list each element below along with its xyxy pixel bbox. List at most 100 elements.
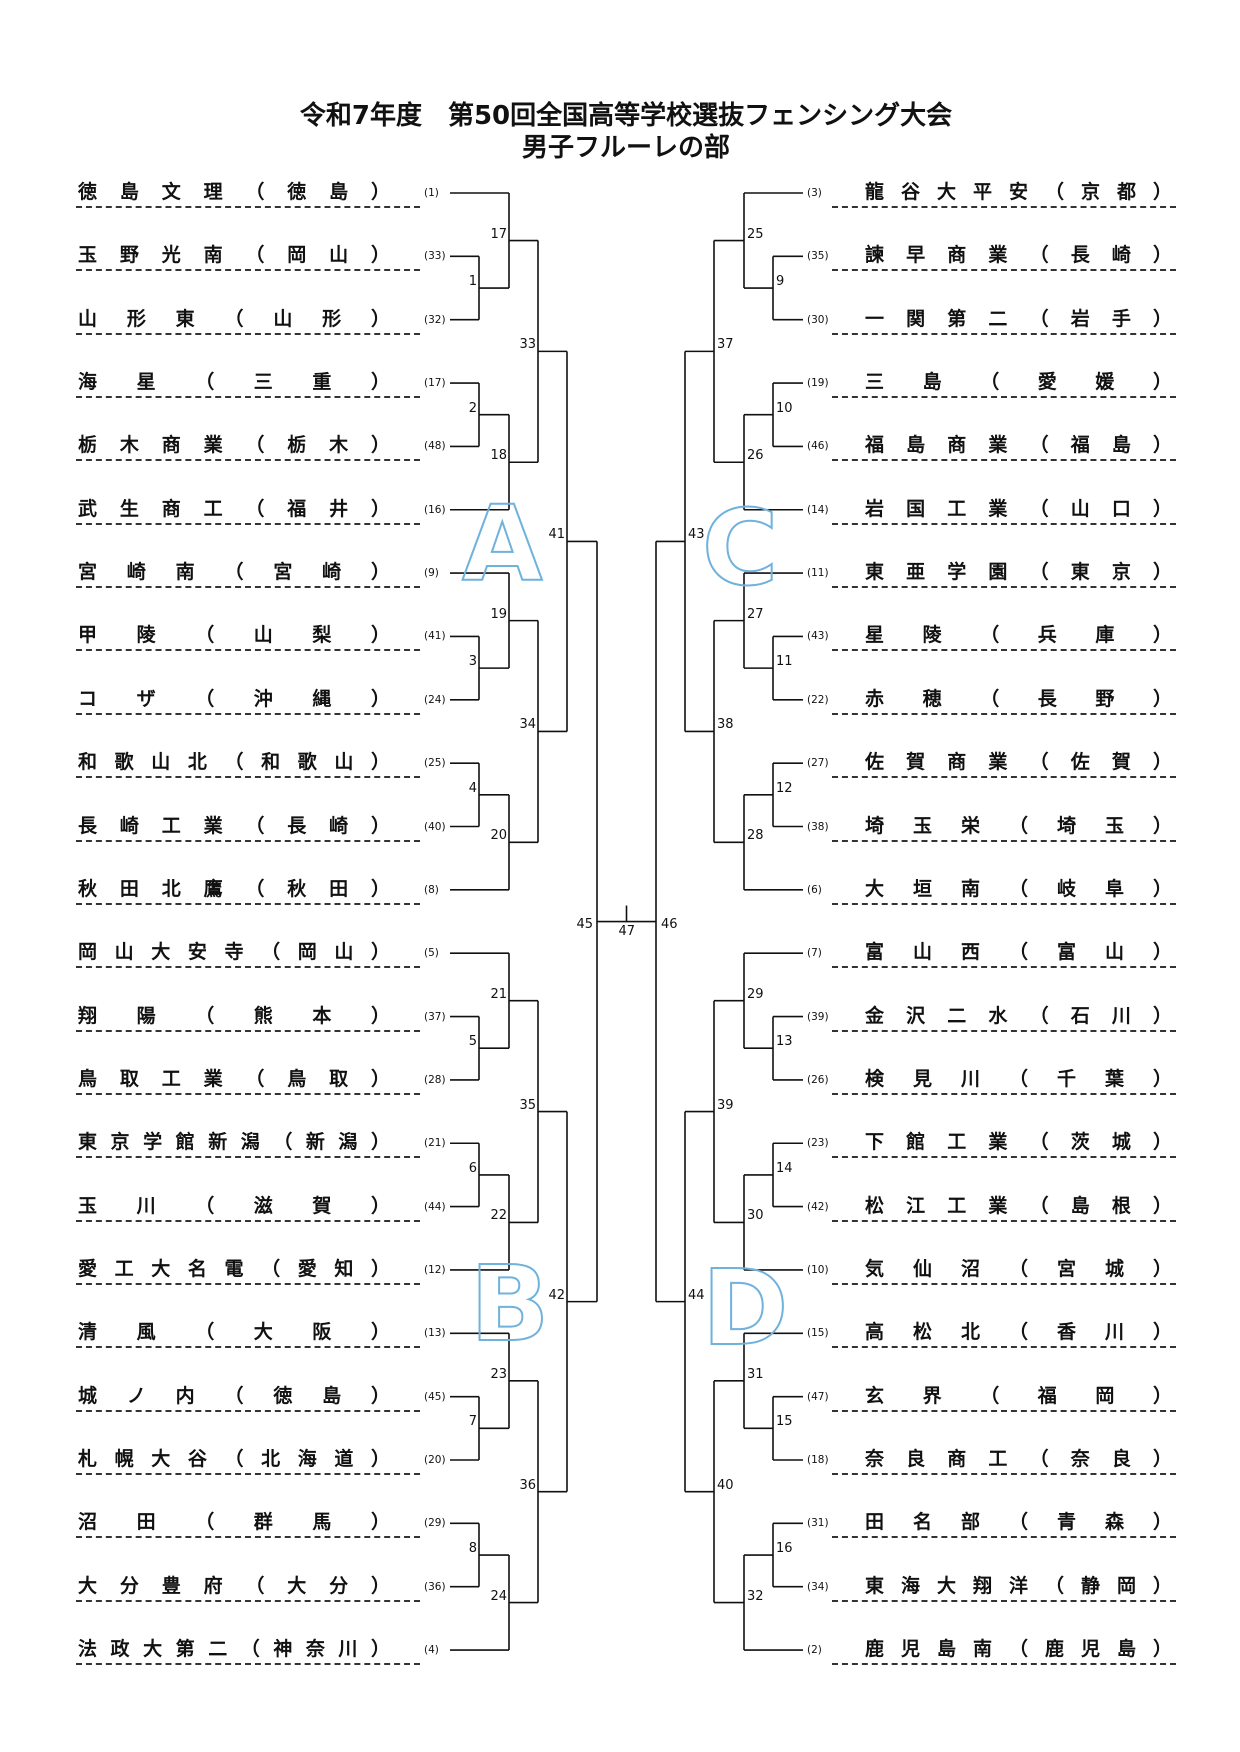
- entry-underline: [832, 839, 1176, 842]
- match-number: 35: [519, 1097, 536, 1113]
- team-row: 清風（大阪）: [0, 1319, 1240, 1349]
- match-number: 25: [747, 226, 764, 242]
- match-number: 16: [776, 1541, 793, 1557]
- team-row: 金沢二水（石川）: [0, 1003, 1240, 1033]
- team-row: 徳島文理（徳島）: [0, 179, 1240, 209]
- entry-underline: [832, 902, 1176, 905]
- entry-underline: [832, 1473, 1176, 1475]
- team-name: 埼玉栄（埼玉）: [865, 814, 1172, 837]
- match-number: 14: [776, 1160, 793, 1176]
- entry-underline: [832, 776, 1176, 779]
- pool-letter-b: B: [469, 1243, 550, 1365]
- seed-number: (42): [807, 1200, 829, 1213]
- match-number: 9: [776, 274, 785, 290]
- team-row: 鹿児島南（鹿児島）: [0, 1636, 1240, 1666]
- seed-number: (5): [424, 947, 439, 960]
- seed-number: (2): [807, 1644, 822, 1657]
- team-name: 星陵（兵庫）: [865, 624, 1172, 647]
- seed-number: (11): [807, 567, 829, 580]
- seed-number: (14): [807, 503, 829, 516]
- team-row: 岡山大安寺（岡山）: [0, 939, 1240, 969]
- team-name: コザ（沖縄）: [78, 687, 390, 710]
- entry-underline: [76, 332, 420, 335]
- entry-underline: [832, 1599, 1176, 1602]
- match-number: 30: [747, 1208, 764, 1224]
- entry-underline: [832, 1282, 1176, 1285]
- team-row: 奈良商工（奈良）: [0, 1446, 1240, 1476]
- team-row: 高松北（香川）: [0, 1319, 1240, 1349]
- seed-number: (30): [807, 313, 829, 326]
- pool-letter-d: D: [701, 1247, 789, 1369]
- team-name: 和歌山北（和歌山）: [78, 751, 390, 774]
- team-name: 高松北（香川）: [865, 1321, 1172, 1344]
- team-name: 玉川（滋賀）: [78, 1194, 390, 1217]
- team-name: 栃木商業（栃木）: [78, 434, 390, 457]
- team-row: 鳥取工業（鳥取）: [0, 1066, 1240, 1096]
- seed-number: (4): [424, 1644, 439, 1657]
- entry-underline: [832, 269, 1176, 272]
- entry-underline: [76, 1092, 420, 1095]
- match-number: 26: [747, 448, 764, 464]
- match-number: 1: [468, 274, 477, 290]
- final-match-number: 47: [618, 923, 636, 939]
- seed-number: (28): [424, 1073, 446, 1086]
- entry-underline: [76, 966, 420, 969]
- team-row: 三島（愛媛）: [0, 369, 1240, 399]
- pool-letter-c: C: [701, 487, 779, 609]
- team-name: 松江工業（島根）: [865, 1194, 1172, 1217]
- match-number: 44: [688, 1287, 705, 1303]
- team-name: 大垣南（岐阜）: [865, 877, 1172, 900]
- entry-underline: [832, 966, 1176, 969]
- team-row: 下館工業（茨城）: [0, 1129, 1240, 1159]
- entry-underline: [832, 459, 1176, 462]
- match-number: 27: [747, 606, 764, 622]
- team-name: 東京学館新潟（新潟）: [78, 1131, 390, 1154]
- entry-underline: [76, 396, 420, 399]
- team-row: 玉川（滋賀）: [0, 1193, 1240, 1223]
- entry-underline: [832, 522, 1176, 525]
- team-name: 愛工大名電（愛知）: [78, 1257, 390, 1280]
- team-row: 栃木商業（栃木）: [0, 432, 1240, 462]
- entry-underline: [832, 1219, 1176, 1222]
- entry-underline: [76, 1536, 420, 1539]
- match-number: 24: [490, 1588, 507, 1604]
- team-row: 東亜学園（東京）: [0, 559, 1240, 589]
- team-name: 甲陵（山梨）: [78, 624, 390, 647]
- entry-underline: [76, 776, 420, 779]
- match-number: 45: [576, 916, 593, 932]
- team-name: 検見川（千葉）: [865, 1067, 1172, 1090]
- team-name: 沼田（群馬）: [78, 1511, 390, 1534]
- match-number: 32: [747, 1588, 764, 1604]
- team-row: 愛工大名電（愛知）: [0, 1256, 1240, 1286]
- seed-number: (36): [424, 1580, 446, 1593]
- entry-underline: [76, 269, 420, 272]
- team-name: 龍谷大平安（京都）: [865, 181, 1172, 203]
- team-row: 福島商業（福島）: [0, 432, 1240, 462]
- seed-number: (9): [424, 567, 439, 580]
- entry-underline: [832, 332, 1176, 335]
- team-row: 玄界（福岡）: [0, 1383, 1240, 1413]
- seed-number: (33): [424, 250, 446, 263]
- match-number: 28: [747, 828, 764, 844]
- seed-number: (27): [807, 757, 829, 770]
- team-name: 東海大翔洋（静岡）: [865, 1574, 1172, 1597]
- team-name: 山形東（山形）: [78, 307, 390, 330]
- match-number: 21: [490, 986, 507, 1002]
- seed-number: (12): [424, 1263, 446, 1276]
- team-row: 埼玉栄（埼玉）: [0, 813, 1240, 843]
- entry-underline: [76, 1663, 420, 1666]
- tournament-title: 令和7年度 第50回全国高等学校選抜フェンシング大会: [299, 101, 953, 131]
- seed-number: (3): [807, 187, 822, 199]
- team-row: 龍谷大平安（京都）: [0, 179, 1240, 209]
- seed-number: (47): [807, 1390, 829, 1403]
- team-name: 金沢二水（石川）: [865, 1004, 1172, 1027]
- team-name: 田名部（青森）: [865, 1511, 1172, 1534]
- seed-number: (35): [807, 250, 829, 263]
- seed-number: (40): [424, 820, 446, 833]
- seed-number: (13): [424, 1327, 446, 1340]
- team-row: 岩国工業（山口）: [0, 496, 1240, 526]
- seed-number: (25): [424, 757, 446, 770]
- match-number: 13: [776, 1034, 793, 1050]
- entry-underline: [76, 1409, 420, 1412]
